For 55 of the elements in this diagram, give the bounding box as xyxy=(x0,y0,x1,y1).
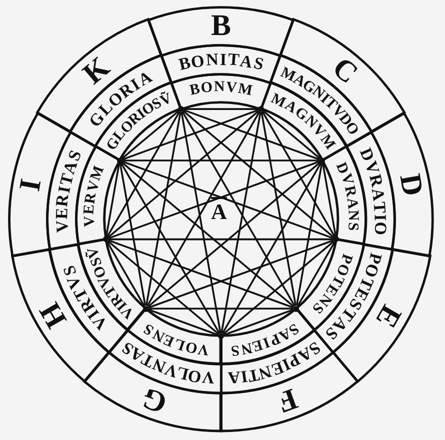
connecting-line xyxy=(262,110,321,160)
connecting-line xyxy=(184,108,258,110)
connecting-line xyxy=(182,110,334,238)
connecting-line xyxy=(121,110,180,160)
center-letter: A xyxy=(211,201,227,223)
connecting-line xyxy=(145,112,182,306)
connecting-line xyxy=(119,163,146,306)
connecting-line xyxy=(106,111,180,238)
vertex-dot xyxy=(102,236,109,242)
connecting-line xyxy=(296,241,336,306)
connecting-line xyxy=(106,241,146,306)
connecting-line xyxy=(108,238,334,240)
curved-label: VERVM xyxy=(84,164,106,227)
ring-segment xyxy=(269,54,373,148)
curved-label: BONITAS xyxy=(178,53,264,71)
connecting-line xyxy=(108,240,294,308)
connecting-line xyxy=(262,111,336,238)
connecting-line xyxy=(120,162,220,334)
vertex-dot xyxy=(258,106,264,112)
segment-letter: F xyxy=(274,387,300,414)
connecting-line xyxy=(224,308,294,336)
connecting-line xyxy=(108,240,220,335)
connecting-line xyxy=(105,163,120,237)
connecting-line xyxy=(121,162,294,308)
segment-letter: G xyxy=(140,386,170,414)
connecting-line xyxy=(222,240,334,335)
segment-letter: B xyxy=(210,15,231,37)
connecting-line xyxy=(296,163,323,306)
ring-segment xyxy=(170,72,272,110)
connecting-line xyxy=(148,162,321,308)
connecting-line xyxy=(322,163,337,237)
connecting-line xyxy=(184,109,320,160)
connecting-line xyxy=(148,240,334,308)
connecting-line xyxy=(220,112,262,334)
connecting-line xyxy=(148,308,294,310)
curved-label: DVRATIO xyxy=(358,146,387,236)
connecting-line xyxy=(122,160,320,162)
segment-letter: D xyxy=(398,172,424,198)
connecting-line xyxy=(182,111,296,306)
connecting-line xyxy=(180,112,222,334)
segment-letter: H xyxy=(38,300,70,331)
connecting-line xyxy=(122,109,258,160)
segment-letter: K xyxy=(81,55,113,87)
segment-letter: I xyxy=(19,178,43,194)
segment-letter: E xyxy=(374,301,402,330)
connecting-line xyxy=(146,111,260,306)
segment-letter: C xyxy=(330,56,360,86)
curved-label: BONVM xyxy=(189,82,253,97)
connecting-line xyxy=(222,162,322,334)
connecting-line xyxy=(148,308,218,336)
curved-label: DVRANS xyxy=(334,162,358,231)
connecting-line xyxy=(108,110,260,238)
ring-segment xyxy=(69,54,173,148)
connecting-line xyxy=(260,112,297,306)
curved-label: VERITAS xyxy=(55,149,82,234)
